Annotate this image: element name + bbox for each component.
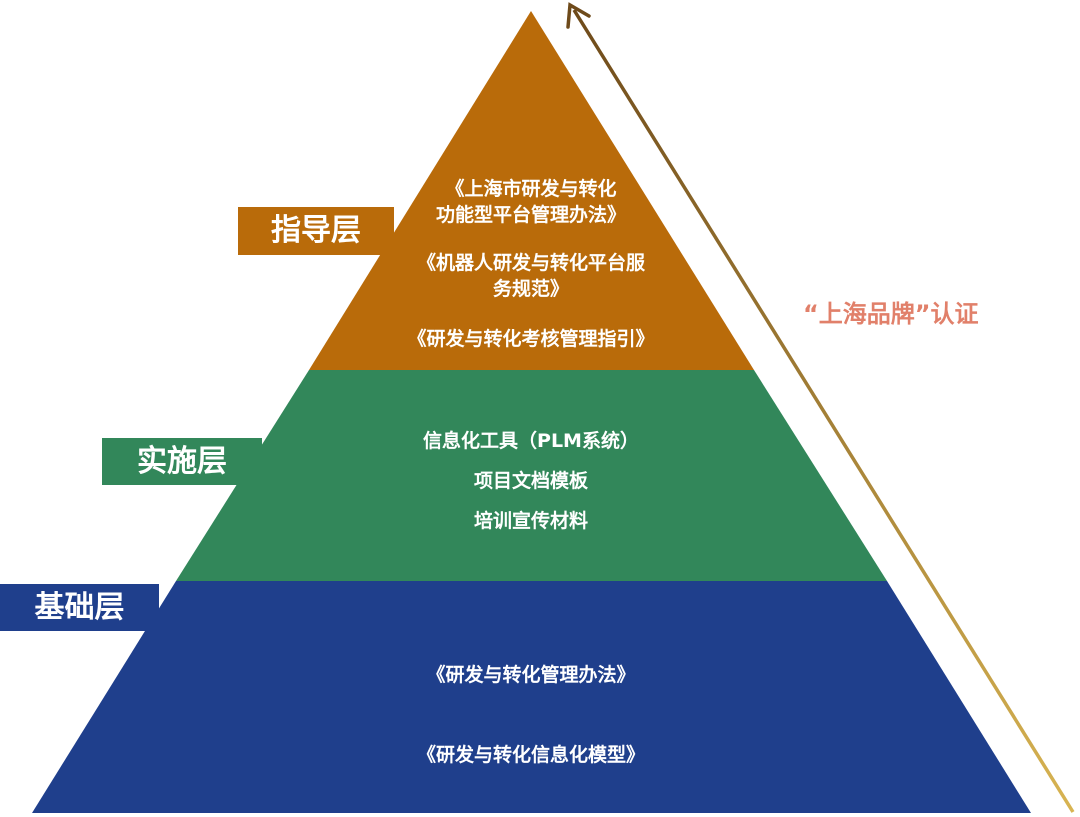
implementation-item-1: 信息化工具（PLM系统）: [423, 430, 639, 452]
guidance-layer-label: 指导层: [271, 213, 361, 248]
guidance-item-1a: 《上海市研发与转化: [445, 178, 617, 200]
guidance-tier: [309, 11, 754, 370]
guidance-item-3: 《研发与转化考核管理指引》: [407, 328, 655, 350]
implementation-layer-tag: 实施层: [102, 438, 262, 485]
base-tier: [32, 581, 1031, 813]
arrow-head-icon: [566, 2, 591, 29]
guidance-item-2b: 务规范》: [492, 278, 569, 300]
guidance-layer-tag: 指导层: [238, 207, 394, 255]
rising-arrow: [572, 9, 1075, 813]
guidance-item-1b: 功能型平台管理办法》: [435, 204, 626, 226]
implementation-item-3: 培训宣传材料: [473, 510, 588, 532]
base-item-2: 《研发与转化信息化模型》: [416, 744, 645, 766]
base-layer-label: 基础层: [34, 589, 125, 625]
implementation-layer-label: 实施层: [137, 443, 227, 479]
implementation-tier: [176, 370, 887, 581]
implementation-item-2: 项目文档模板: [473, 470, 588, 492]
guidance-item-2a: 《机器人研发与转化平台服: [416, 252, 645, 274]
certification-label: “上海品牌”认证: [803, 300, 979, 328]
base-item-1: 《研发与转化管理办法》: [426, 664, 636, 686]
base-layer-tag: 基础层: [0, 584, 159, 631]
